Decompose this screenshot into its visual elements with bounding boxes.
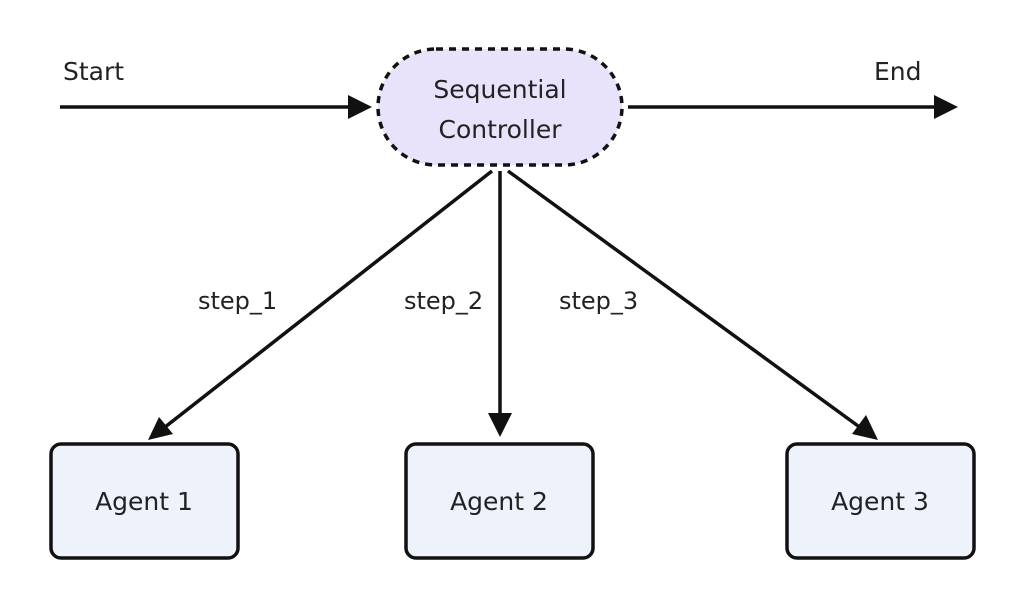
controller-label-line1: Sequential [433,75,566,104]
controller-label-line2: Controller [439,115,563,144]
agent-1-node [49,442,240,560]
step-2-label: step_2 [404,287,483,315]
agent-2-label: Agent 2 [450,487,548,516]
edge-step-3 [506,169,867,433]
step-3-label: step_3 [559,287,638,315]
end-arrowhead [934,95,958,119]
start-label: Start [63,57,124,86]
edge-step-1 [158,169,494,433]
agent-1-label: Agent 1 [95,487,193,516]
step-1-label: step_1 [198,287,277,315]
agent-3-node [785,442,976,560]
agent-2-node [404,442,595,560]
controller-node [376,47,624,167]
agent-3-label: Agent 3 [831,487,929,516]
end-label: End [874,57,922,86]
edge-step-2-arrowhead [488,413,512,437]
edge-step-3-arrowhead [852,415,878,440]
edge-step-1-arrowhead [148,417,173,440]
start-arrowhead [348,95,372,119]
